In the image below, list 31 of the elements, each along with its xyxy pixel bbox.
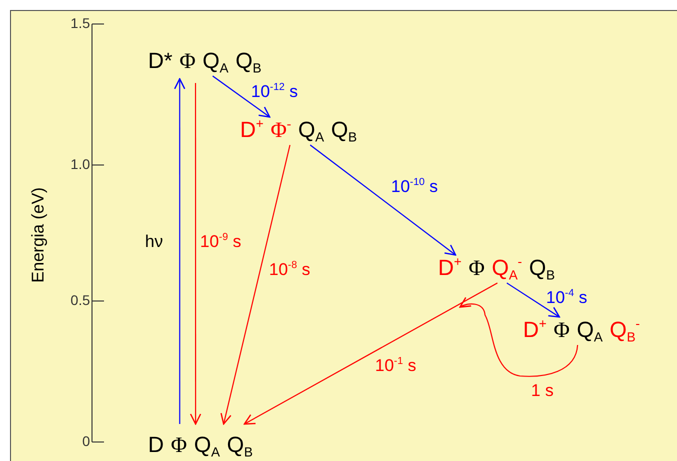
state-term: Q$_{B}$ (331, 117, 357, 143)
state-term: D$^{+}$ (438, 255, 462, 281)
state-term: Φ (170, 432, 187, 458)
state-term: Φ (179, 48, 196, 74)
state-term: Φ$^{-}$ (270, 117, 292, 143)
state-term: Q$_{A}$ (298, 117, 324, 143)
arrow (506, 282, 560, 318)
arrow (220, 144, 290, 425)
tick-label: 1.5 (70, 16, 90, 30)
arrow (212, 76, 270, 118)
state-term: Q$_{A}$ (576, 317, 603, 343)
state-term: D$^{+}$ (240, 117, 264, 143)
arrow (244, 282, 498, 425)
state-term: D$^{+}$ (523, 317, 547, 343)
state-term: Q$_{B}$ (235, 48, 262, 74)
state-term: Φ (468, 255, 485, 281)
axis-title: Energia (eV) (30, 187, 46, 283)
state-term: D (148, 432, 164, 458)
arrow (190, 83, 202, 425)
arrow (310, 144, 456, 256)
tick-label: 0.5 (70, 293, 90, 307)
state-term: Φ (554, 317, 570, 343)
state-term: Q$_{A}$ (202, 48, 228, 74)
tick-label: 1.0 (70, 157, 90, 171)
state-term: D* (148, 48, 172, 74)
arrow (174, 78, 186, 424)
state-term: Q$_{B}$ (529, 255, 555, 281)
state-term: Q$_{B}$ (226, 432, 253, 458)
tick-label: 0 (81, 434, 90, 448)
state-term: Q$_{A}$ (194, 432, 220, 458)
arrow (459, 297, 578, 377)
